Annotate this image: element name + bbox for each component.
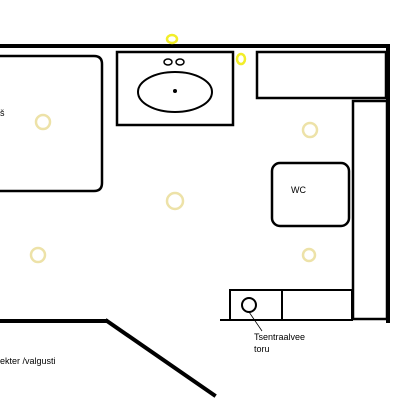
pipe-label-leader bbox=[248, 311, 263, 332]
ceiling-light-4 bbox=[29, 246, 47, 264]
pipe-label-line2: toru bbox=[254, 344, 270, 354]
wall-marker-right bbox=[235, 52, 247, 66]
sink-cabinet bbox=[115, 50, 235, 127]
right-tall-cabinet bbox=[351, 99, 389, 321]
pipe-label-line1: Tsentraalvee bbox=[254, 332, 305, 342]
toilet-label: WC bbox=[291, 185, 306, 195]
wall-marker-top bbox=[165, 33, 179, 45]
toilet bbox=[270, 161, 351, 228]
left-fixture-label: š bbox=[0, 108, 5, 118]
bottom-left-label: ekter /valgusti bbox=[0, 356, 56, 366]
sink-drain bbox=[173, 89, 177, 93]
sink-basin bbox=[137, 71, 213, 113]
ceiling-light-5 bbox=[301, 247, 317, 263]
door-swing-line bbox=[104, 318, 217, 398]
ceiling-light-1 bbox=[34, 113, 52, 131]
ceiling-light-2 bbox=[301, 121, 319, 139]
pipe-shelf bbox=[281, 289, 353, 321]
ceiling-light-3 bbox=[165, 191, 185, 211]
sink-faucet-left bbox=[163, 58, 173, 66]
sink-faucet-right bbox=[175, 58, 185, 66]
top-right-cabinet bbox=[255, 50, 388, 100]
